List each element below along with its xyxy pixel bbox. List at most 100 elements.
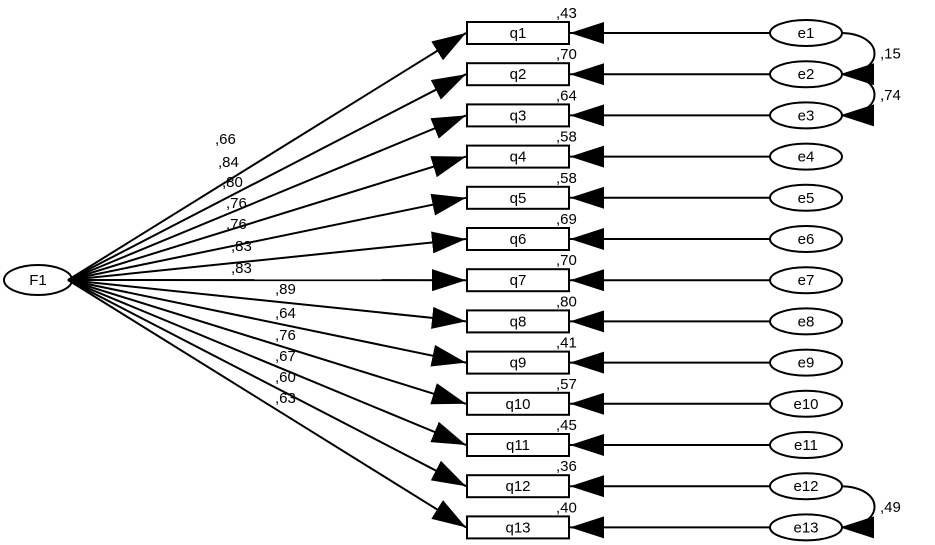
item-label-q7: q7 <box>510 272 527 289</box>
loading-arrow-q12 <box>67 279 467 488</box>
loading-arrow-q9 <box>67 279 467 367</box>
covariance-label-e1-e2: ,15 <box>880 46 901 63</box>
item-box-q2 <box>466 62 570 87</box>
loading-label-q11: ,67 <box>275 348 296 365</box>
error-node-e10 <box>769 389 843 418</box>
covariance-label-e12-e13: ,49 <box>880 499 901 516</box>
r-squared-label-q8: ,80 <box>556 293 577 310</box>
item-box-q6 <box>466 227 570 251</box>
item-box-q10 <box>466 391 570 416</box>
loading-label-q3: ,80 <box>222 174 243 191</box>
error-label-e13: e13 <box>793 519 818 536</box>
loading-label-q6: ,83 <box>231 238 252 255</box>
error-node-e11 <box>769 431 843 459</box>
error-paths <box>570 22 770 539</box>
error-label-e3: e3 <box>798 107 815 124</box>
item-box-q12 <box>466 474 570 499</box>
factor-f1-label: F1 <box>29 272 47 289</box>
loading-arrow-q1 <box>67 32 467 281</box>
item-box-q5 <box>466 185 570 210</box>
item-label-q9: q9 <box>510 355 527 372</box>
r-squared-label-q6: ,69 <box>556 211 577 228</box>
error-node-e3 <box>769 101 843 130</box>
factor-f1-node <box>3 264 73 296</box>
loading-label-q13: ,63 <box>275 390 296 407</box>
r-squared-label-q2: ,70 <box>556 46 577 63</box>
loading-arrow-q8 <box>67 279 467 329</box>
loading-label-q4: ,76 <box>226 195 247 212</box>
loading-label-q7: ,83 <box>231 260 252 277</box>
item-label-q10: q10 <box>505 396 530 413</box>
loading-arrow-q3 <box>67 114 467 281</box>
loading-label-q2: ,84 <box>218 154 239 171</box>
covariance-arc-e1-e2 <box>805 21 876 86</box>
error-label-e6: e6 <box>798 231 815 248</box>
r-squared-label-q7: ,70 <box>556 252 577 269</box>
r-squared-label-q11: ,45 <box>556 417 577 434</box>
covariance-label-e2-e3: ,74 <box>880 87 901 104</box>
loading-arrow-q10 <box>67 279 467 405</box>
item-box-q3 <box>466 103 570 128</box>
item-label-q4: q4 <box>510 149 527 166</box>
item-box-q11 <box>466 433 570 457</box>
loading-arrow-q5 <box>67 193 467 281</box>
item-label-q8: q8 <box>510 313 527 330</box>
r-squared-label-q5: ,58 <box>556 170 577 187</box>
item-label-q2: q2 <box>510 66 527 83</box>
error-label-e1: e1 <box>798 25 815 42</box>
loading-label-q8: ,89 <box>275 281 296 298</box>
r-squared-label-q12: ,36 <box>556 458 577 475</box>
loading-paths <box>67 32 467 529</box>
error-node-e7 <box>769 266 843 295</box>
item-label-q1: q1 <box>510 25 527 42</box>
error-node-e6 <box>769 225 843 253</box>
coefficient-labels: ,43 ,66 ,70 ,84 ,64 ,80 ,58 ,76 ,58 ,76 ,69 ,83 ,70,… <box>215 5 901 516</box>
error-label-e12: e12 <box>793 478 818 495</box>
loading-label-q12: ,60 <box>275 369 296 386</box>
item-box-q8 <box>466 309 570 334</box>
r-squared-label-q13: ,40 <box>556 499 577 516</box>
item-box-q1 <box>466 21 570 45</box>
error-node-e8 <box>769 307 843 336</box>
loading-label-q10: ,76 <box>275 327 296 344</box>
error-node-e1 <box>769 19 843 47</box>
item-label-q5: q5 <box>510 190 527 207</box>
item-label-q6: q6 <box>510 231 527 248</box>
loading-label-q1: ,66 <box>215 131 236 148</box>
error-node-e12 <box>769 472 843 501</box>
error-label-e4: e4 <box>798 149 815 166</box>
loading-label-q9: ,64 <box>275 305 296 322</box>
error-label-e8: e8 <box>798 313 815 330</box>
r-squared-label-q10: ,57 <box>556 376 577 393</box>
item-box-q4 <box>466 144 570 169</box>
error-node-e2 <box>769 60 843 89</box>
covariance-arc-e2-e3 <box>805 63 876 127</box>
r-squared-label-q4: ,58 <box>556 129 577 146</box>
error-node-e4 <box>769 142 843 171</box>
r-squared-label-q1: ,43 <box>556 5 577 22</box>
item-label-q13: q13 <box>505 519 530 536</box>
loading-arrow-q2 <box>67 73 467 281</box>
error-label-e7: e7 <box>798 272 815 289</box>
error-label-e11: e11 <box>794 437 818 454</box>
r-squared-label-q3: ,64 <box>556 87 577 104</box>
covariance-arcs <box>805 21 876 539</box>
loading-arrow-q4 <box>67 155 467 281</box>
item-box-q7 <box>466 268 570 293</box>
loading-arrow-q11 <box>67 279 467 446</box>
error-node-e9 <box>769 348 843 377</box>
error-label-e2: e2 <box>798 66 815 83</box>
error-node-e13 <box>769 513 843 542</box>
loading-arrow-q13 <box>67 279 467 529</box>
error-node-e5 <box>769 183 843 212</box>
item-box-q13 <box>466 515 570 540</box>
item-label-q12: q12 <box>505 478 530 495</box>
loading-arrow-q6 <box>67 231 467 281</box>
error-label-e10: e10 <box>793 396 818 413</box>
r-squared-label-q9: ,41 <box>556 335 577 352</box>
item-box-q9 <box>466 350 570 375</box>
covariance-arc-e12-e13 <box>805 475 876 539</box>
error-label-e5: e5 <box>798 190 815 207</box>
